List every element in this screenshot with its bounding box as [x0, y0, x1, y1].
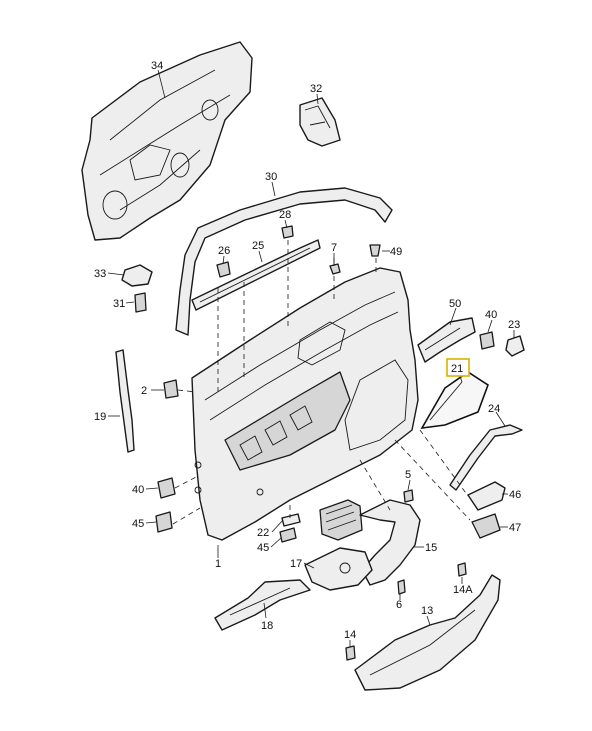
- part-30-window-trim: [175, 187, 393, 336]
- part-47-switch: [471, 513, 501, 539]
- callout-labels: 34 32 30 28 26 25 7 49 33 31 50 40 23 21…: [94, 60, 521, 641]
- callout-24: 24: [488, 403, 500, 415]
- callout-23: 23: [508, 319, 520, 331]
- callout-32: 32: [310, 83, 322, 95]
- part-33-clip: [121, 264, 153, 287]
- part-21-highlighted: [420, 371, 489, 430]
- part-46-bracket: [467, 481, 506, 511]
- assembly-lines: [172, 240, 471, 525]
- part-28-clip: [281, 225, 294, 239]
- part-40-cap-upper: [479, 331, 495, 350]
- highlight-box-21: [446, 358, 470, 377]
- callout-6: 6: [396, 599, 402, 611]
- callout-1: 1: [215, 558, 221, 570]
- part-45-clip-bottom: [279, 527, 297, 543]
- part-15-armrest-bracket: [359, 499, 421, 586]
- part-40-clip-lower: [157, 477, 176, 499]
- callout-46: 46: [509, 489, 521, 501]
- part-31-clip: [134, 292, 147, 313]
- part-5-screw: [403, 489, 414, 503]
- callout-14a: 14A: [453, 584, 473, 596]
- callout-21: 21: [451, 363, 463, 375]
- part-49-clip: [369, 244, 381, 257]
- callout-45-left: 45: [132, 518, 144, 530]
- callout-30: 30: [265, 171, 277, 183]
- part-18-lower-strip: [214, 579, 311, 631]
- callout-40-lower: 40: [132, 484, 144, 496]
- part-2-clip: [163, 379, 179, 399]
- callout-25: 25: [252, 240, 264, 252]
- part-50-inner-handle: [417, 317, 476, 363]
- part-6-screw: [397, 579, 406, 595]
- callout-15: 15: [425, 542, 437, 554]
- callout-13: 13: [421, 605, 433, 617]
- callout-26: 26: [218, 245, 230, 257]
- callout-45-bottom: 45: [257, 542, 269, 554]
- part-45-clip-left: [155, 511, 173, 533]
- part-22-cover: [281, 513, 301, 527]
- callout-33: 33: [94, 268, 106, 280]
- callout-34: 34: [151, 60, 163, 72]
- callout-2: 2: [141, 385, 147, 397]
- callout-49: 49: [390, 246, 402, 258]
- part-17-lower-bracket: [304, 547, 373, 591]
- part-34-insulation-panel: [81, 41, 253, 241]
- callout-7: 7: [331, 242, 337, 254]
- part-7-screw: [329, 258, 341, 275]
- part-14a-screw: [457, 562, 467, 577]
- callout-14: 14: [344, 629, 356, 641]
- part-23-cover: [505, 335, 525, 357]
- callout-22: 22: [257, 527, 269, 539]
- callout-18: 18: [261, 620, 273, 632]
- callout-50: 50: [449, 298, 461, 310]
- callout-31: 31: [113, 298, 125, 310]
- part-13-lower-trim: [354, 574, 501, 691]
- callout-47: 47: [509, 522, 521, 534]
- part-24-seal-strip: [449, 424, 523, 491]
- callout-19: 19: [94, 411, 106, 423]
- callout-28: 28: [279, 209, 291, 221]
- part-14-screw: [345, 645, 356, 661]
- callout-40-upper: 40: [485, 309, 497, 321]
- part-switch-assembly: [319, 499, 363, 541]
- part-26-clip: [216, 261, 231, 278]
- callout-17: 17: [290, 558, 302, 570]
- part-1-door-trim-panel: [191, 267, 419, 541]
- callout-5: 5: [405, 469, 411, 481]
- part-19-vertical-strip: [115, 349, 135, 453]
- part-32-bracket: [299, 97, 341, 147]
